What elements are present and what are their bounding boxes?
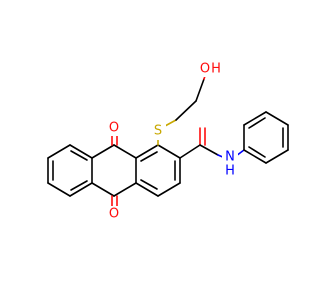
carbonyl-bonds [111,127,118,214]
amide-nitrogen-label: N [225,150,235,165]
hydroxyl-hydrogen-label: H [211,62,221,77]
central-quinone-ring [91,144,137,197]
sulfur-atom-label: S [154,124,162,139]
top-carbonyl-oxygen-label: O [109,121,119,136]
right-aromatic-ring [135,144,181,197]
left-benzene-ring [47,144,93,197]
hydroxyl-oxygen-label: O [200,62,210,77]
amide-hydrogen-label: H [225,164,235,179]
molecule-structure-drawing: S O H O O N H [47,61,289,222]
bottom-carbonyl-oxygen-label: O [109,207,119,222]
phenyl-ring [243,111,289,164]
atom-labels: S O H O O N H [106,61,238,222]
